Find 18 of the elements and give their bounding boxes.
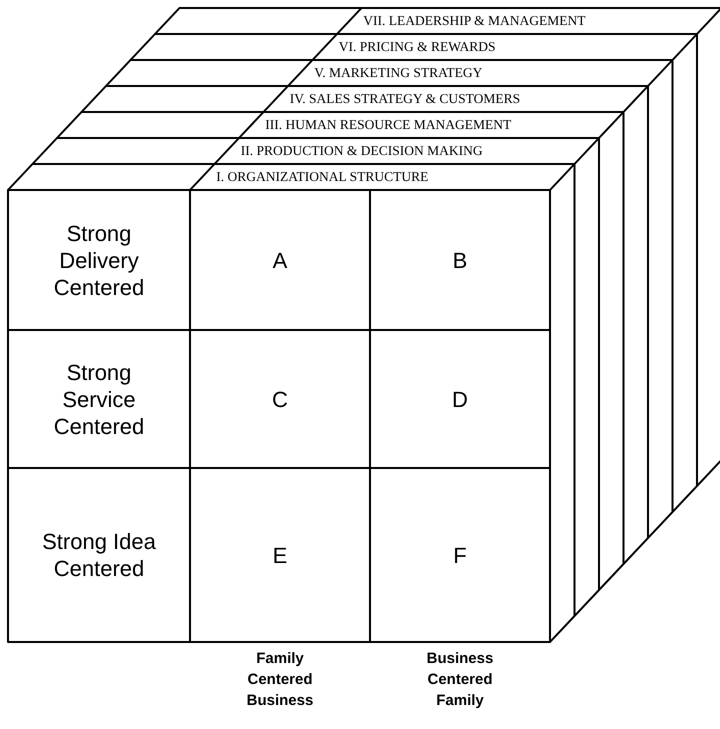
layer-label: II. PRODUCTION & DECISION MAKING [240, 142, 483, 160]
layer-label: V. MARKETING STRATEGY [314, 64, 482, 82]
layer-label: III. HUMAN RESOURCE MANAGEMENT [265, 116, 512, 134]
cell-letter: C [272, 386, 288, 414]
cell-letter: A [272, 246, 288, 274]
layer-label: IV. SALES STRATEGY & CUSTOMERS [290, 90, 520, 108]
cell-letter: E [272, 542, 288, 570]
column-heading: Family Centered Business [246, 649, 314, 711]
cell-letter: D [452, 386, 468, 414]
row-heading: Strong Delivery Centered [52, 220, 146, 300]
cell-letter: F [453, 542, 467, 570]
row-heading: Strong Idea Centered [41, 528, 157, 582]
layer-label: I. ORGANIZATIONAL STRUCTURE [216, 168, 428, 186]
cell-letter: B [452, 246, 468, 274]
layer-label: VII. LEADERSHIP & MANAGEMENT [363, 12, 586, 30]
layer-label: VI. PRICING & REWARDS [338, 38, 496, 56]
row-heading: Strong Service Centered [52, 358, 146, 440]
column-heading: Business Centered Family [426, 649, 494, 711]
